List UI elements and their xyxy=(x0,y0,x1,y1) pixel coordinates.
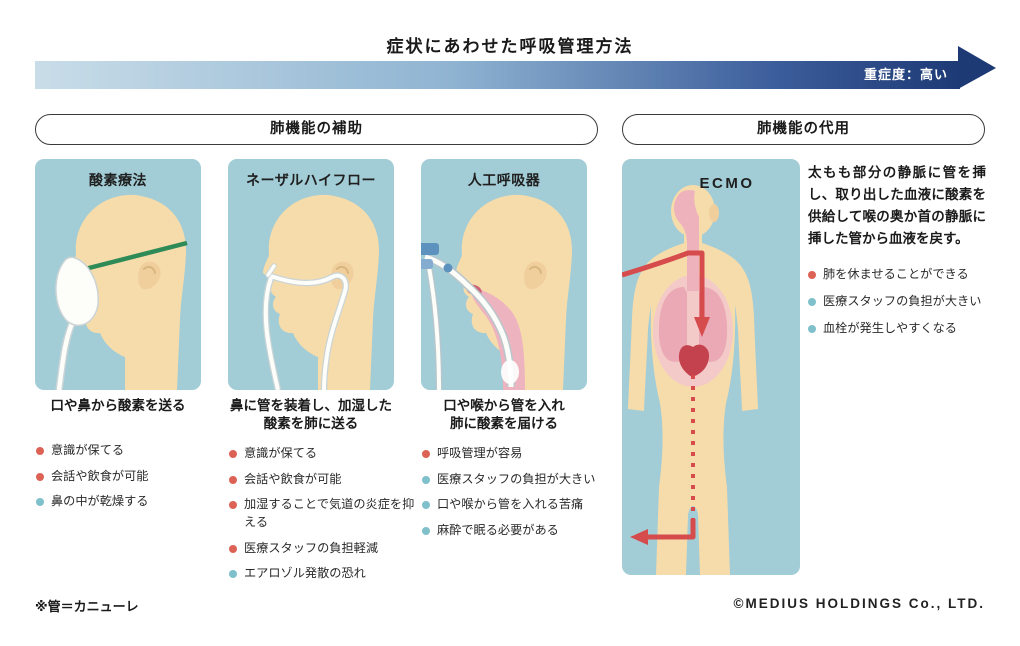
severity-arrow-tip xyxy=(958,46,996,89)
ecmo-title: ECMO xyxy=(699,175,755,192)
section-header-lung-substitution: 肺機能の代用 xyxy=(622,114,985,145)
con-bullet-icon xyxy=(422,501,430,510)
pro-bullet-icon xyxy=(229,501,237,510)
list-item: 鼻の中が乾燥する xyxy=(36,493,228,511)
pro-bullet-icon xyxy=(229,475,237,484)
nasal-high-flow-title: ネーザルハイフロー xyxy=(246,172,376,188)
list-item: 呼吸管理が容易 xyxy=(422,445,614,463)
arrow-left xyxy=(630,529,648,545)
severity-gradient-bar xyxy=(35,61,960,89)
list-item: 会話や飲食が可能 xyxy=(36,468,228,486)
list-item: 意識が保てる xyxy=(36,442,228,460)
list-item: 意識が保てる xyxy=(229,445,421,463)
hanging-tube xyxy=(263,277,280,390)
con-bullet-icon xyxy=(36,498,44,507)
severity-label: 重症度：高い xyxy=(863,67,948,82)
ecmo-description: 太もも部分の静脈に管を挿し、取り出した血液に酸素を供給して喉の奥か首の静脈に挿し… xyxy=(808,165,986,246)
pro-bullet-icon xyxy=(36,447,44,455)
list-item: 医療スタッフの負担が大きい xyxy=(422,471,614,489)
left-lung xyxy=(658,287,687,362)
pro-bullet-icon xyxy=(36,472,44,481)
footnote: ※管＝カニューレ xyxy=(35,599,139,614)
list-item: 会話や飲食が可能 xyxy=(229,471,421,489)
con-bullet-icon xyxy=(229,570,237,579)
list-item: 肺を休ませることができる xyxy=(808,266,986,284)
arrow-down xyxy=(694,317,710,337)
list-item: 口や喉から管を入れる苦痛 xyxy=(422,496,614,514)
pro-bullet-icon xyxy=(229,450,237,458)
oxygen-therapy-caption: 口や鼻から酸素を送る xyxy=(50,398,186,413)
tube-connector xyxy=(421,243,439,255)
copyright: ©MEDIUS HOLDINGS Co., LTD. xyxy=(733,596,985,611)
ear xyxy=(709,204,719,222)
ecmo-description-column: 太もも部分の静脈に管を挿し、取り出した血液に酸素を供給して喉の奥か首の静脈に挿し… xyxy=(808,162,986,347)
airway xyxy=(674,189,699,245)
con-bullet-icon xyxy=(808,298,816,307)
page-title: 症状にあわせた呼吸管理方法 xyxy=(386,37,634,56)
tube-cuff xyxy=(501,360,519,384)
tube-connector-2 xyxy=(421,259,433,269)
ventilator-points: 呼吸管理が容易 医療スタッフの負担が大きい 口や喉から管を入れる苦痛 麻酔で眠る… xyxy=(422,445,614,548)
con-bullet-icon xyxy=(808,324,816,333)
oxygen-therapy-panel: 酸素療法 xyxy=(35,159,201,390)
oxygen-mask xyxy=(55,256,99,326)
right-lung xyxy=(699,287,728,362)
oxygen-tube xyxy=(56,320,76,390)
ecmo-drain-line xyxy=(644,519,696,540)
ecmo-points: 肺を休ませることができる 医療スタッフの負担が大きい 血栓が発生しやすくなる xyxy=(808,266,986,337)
list-item: エアロゾル発散の恐れ xyxy=(229,565,421,583)
ventilator-title: 人工呼吸器 xyxy=(467,172,541,188)
ecmo-panel: ECMO xyxy=(622,159,800,575)
ventilator-caption: 口や喉から管を入れ 肺に酸素を届ける xyxy=(443,398,565,432)
list-item: 血栓が発生しやすくなる xyxy=(808,320,986,338)
tube-ring xyxy=(443,263,453,273)
secondary-tube xyxy=(427,266,441,390)
heart xyxy=(678,344,710,377)
nasal-high-flow-caption: 鼻に管を装着し、加湿した 酸素を肺に送る xyxy=(230,398,392,432)
ventilator-panel: 人工呼吸器 xyxy=(421,159,587,390)
section-header-lung-support: 肺機能の補助 xyxy=(35,114,598,145)
con-bullet-icon xyxy=(422,527,430,536)
nasal-high-flow-points: 意識が保てる 会話や飲食が可能 加湿することで気道の炎症を抑える 医療スタッフの… xyxy=(229,445,421,591)
list-item: 医療スタッフの負担が大きい xyxy=(808,293,986,311)
oxygen-therapy-points: 意識が保てる 会話や飲食が可能 鼻の中が乾燥する xyxy=(36,442,228,519)
pro-bullet-icon xyxy=(229,544,237,553)
nasal-high-flow-illustration xyxy=(228,159,394,390)
ecmo-illustration xyxy=(622,185,758,575)
nasal-prong xyxy=(266,264,276,277)
nasal-high-flow-panel: ネーザルハイフロー xyxy=(228,159,394,390)
pro-bullet-icon xyxy=(808,271,816,280)
ecmo-return-line xyxy=(622,250,705,321)
list-item: 麻酔で眠る必要がある xyxy=(422,522,614,540)
pro-bullet-icon xyxy=(422,450,430,458)
list-item: 加湿することで気道の炎症を抑える xyxy=(229,496,421,531)
oxygen-therapy-illustration xyxy=(55,159,188,390)
oxygen-therapy-title: 酸素療法 xyxy=(89,172,147,188)
ventilator-illustration xyxy=(421,159,587,390)
mask-strap xyxy=(84,240,188,272)
con-bullet-icon xyxy=(422,475,430,484)
trachea xyxy=(687,243,699,291)
nasal-cannula-tube xyxy=(267,273,348,390)
list-item: 医療スタッフの負担軽減 xyxy=(229,540,421,558)
